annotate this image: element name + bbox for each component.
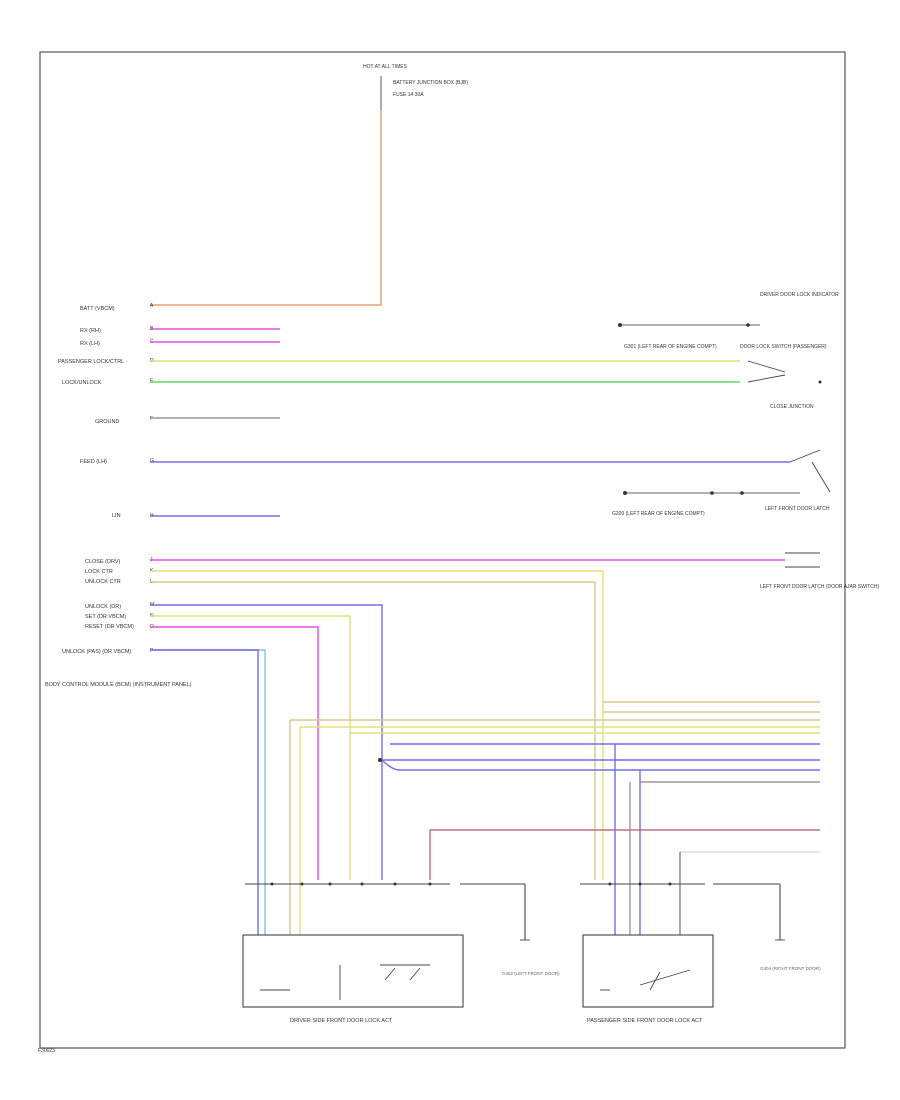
ground-left-label: G402 (LEFT FRONT DOOR) bbox=[502, 971, 560, 976]
pin-f: F bbox=[150, 416, 153, 422]
signal-label-batt: BATT (VBCM) bbox=[80, 306, 115, 312]
signal-label-lock-unlock: LOCK/UNLOCK bbox=[62, 380, 102, 386]
signal-label-ground: GROUND bbox=[95, 419, 119, 425]
wire-unlock-pas-2 bbox=[150, 649, 259, 935]
g301-label: G301 (LEFT REAR OF ENGINE COMPT) bbox=[624, 344, 717, 350]
driver-door-module: DRIVER SIDE FRONT DOOR LOCK ACT G402 (LE… bbox=[242, 883, 560, 1024]
signal-label-rx-lh: RX (LH) bbox=[80, 341, 100, 347]
signal-label-unlock-pas: UNLOCK (PAS) (DR VBCM) bbox=[62, 649, 131, 655]
pin-a: A bbox=[150, 303, 154, 309]
wire-reset bbox=[150, 626, 319, 880]
close-junction-label: CLOSE JUNCTION bbox=[770, 404, 814, 410]
right-side-wiring: DRIVER DOOR LOCK INDICATOR DOOR LOCK SWI… bbox=[612, 292, 880, 590]
pin-g: G bbox=[150, 458, 154, 464]
cargo-switch-label: LEFT FRONT DOOR LATCH (DOOR AJAR SWITCH) bbox=[760, 584, 880, 590]
signal-label-feed: FEED (LH) bbox=[80, 459, 107, 465]
signal-label-close: CLOSE (DRV) bbox=[85, 559, 121, 565]
wire-set bbox=[150, 615, 351, 880]
signal-label-rx-rh: RX (RH) bbox=[80, 328, 101, 334]
door-lock-switch-label: DOOR LOCK SWITCH (PASSENGER) bbox=[740, 344, 827, 350]
diagram-frame bbox=[39, 51, 846, 1049]
passenger-door-module-label: PASSENGER SIDE FRONT DOOR LOCK ACT bbox=[587, 1018, 703, 1024]
signal-label-set: SET (DR VBCM) bbox=[85, 614, 126, 620]
connector-row bbox=[245, 882, 705, 886]
top-source-label: HOT AT ALL TIMES bbox=[363, 64, 408, 70]
top-fuse-label: FUSE 14 30A bbox=[393, 92, 424, 98]
drop-wires bbox=[289, 720, 641, 935]
wire-unlock-dr bbox=[150, 604, 383, 880]
pin-p: P bbox=[150, 648, 154, 654]
signal-label-lock-ctr: LOCK CTR bbox=[85, 569, 113, 575]
signal-wires bbox=[150, 328, 790, 935]
wire-unlock-ctr bbox=[150, 581, 596, 880]
top-fusebox-label: BATTERY JUNCTION BOX (BJB) bbox=[393, 80, 468, 86]
signal-list: BATT (VBCM) RX (RH) RX (LH) PASSENGER LO… bbox=[58, 306, 134, 655]
ground-right-label: G404 (RIGHT FRONT DOOR) bbox=[760, 966, 821, 971]
pin-e: E bbox=[150, 378, 154, 384]
top-power-source: HOT AT ALL TIMES BATTERY JUNCTION BOX (B… bbox=[363, 64, 468, 110]
driver-door-module-label: DRIVER SIDE FRONT DOOR LOCK ACT bbox=[290, 1018, 393, 1024]
signal-label-lin: LIN bbox=[112, 513, 121, 519]
signal-label-reset: RESET (DR VBCM) bbox=[85, 624, 134, 630]
bcm-label: BODY CONTROL MODULE (BCM) (INSTRUMENT PA… bbox=[45, 682, 192, 688]
wire-lock-ctr bbox=[150, 570, 604, 880]
diagram-footer-id: F30023 bbox=[38, 1048, 55, 1054]
passenger-door-module: PASSENGER SIDE FRONT DOOR LOCK ACT G404 … bbox=[582, 852, 821, 1024]
left-front-latch-label: LEFT FRONT DOOR LATCH bbox=[765, 506, 830, 512]
wire-batt-feed bbox=[150, 110, 382, 306]
signal-label-unlock-ctr: UNLOCK CTR bbox=[85, 579, 121, 585]
g200-label: G200 (LEFT REAR OF ENGINE COMPT) bbox=[612, 511, 705, 517]
signal-label-pass-lock: PASSENGER LOCK/CTRL bbox=[58, 359, 124, 365]
door-lock-indicator-label: DRIVER DOOR LOCK INDICATOR bbox=[760, 292, 839, 298]
signal-label-unlock-dr: UNLOCK (DR) bbox=[85, 604, 121, 610]
wire-unlock-pas bbox=[150, 649, 266, 935]
pin-list: A B C D E F G H J K L M N O P bbox=[150, 303, 154, 654]
bus-lines bbox=[290, 701, 820, 880]
